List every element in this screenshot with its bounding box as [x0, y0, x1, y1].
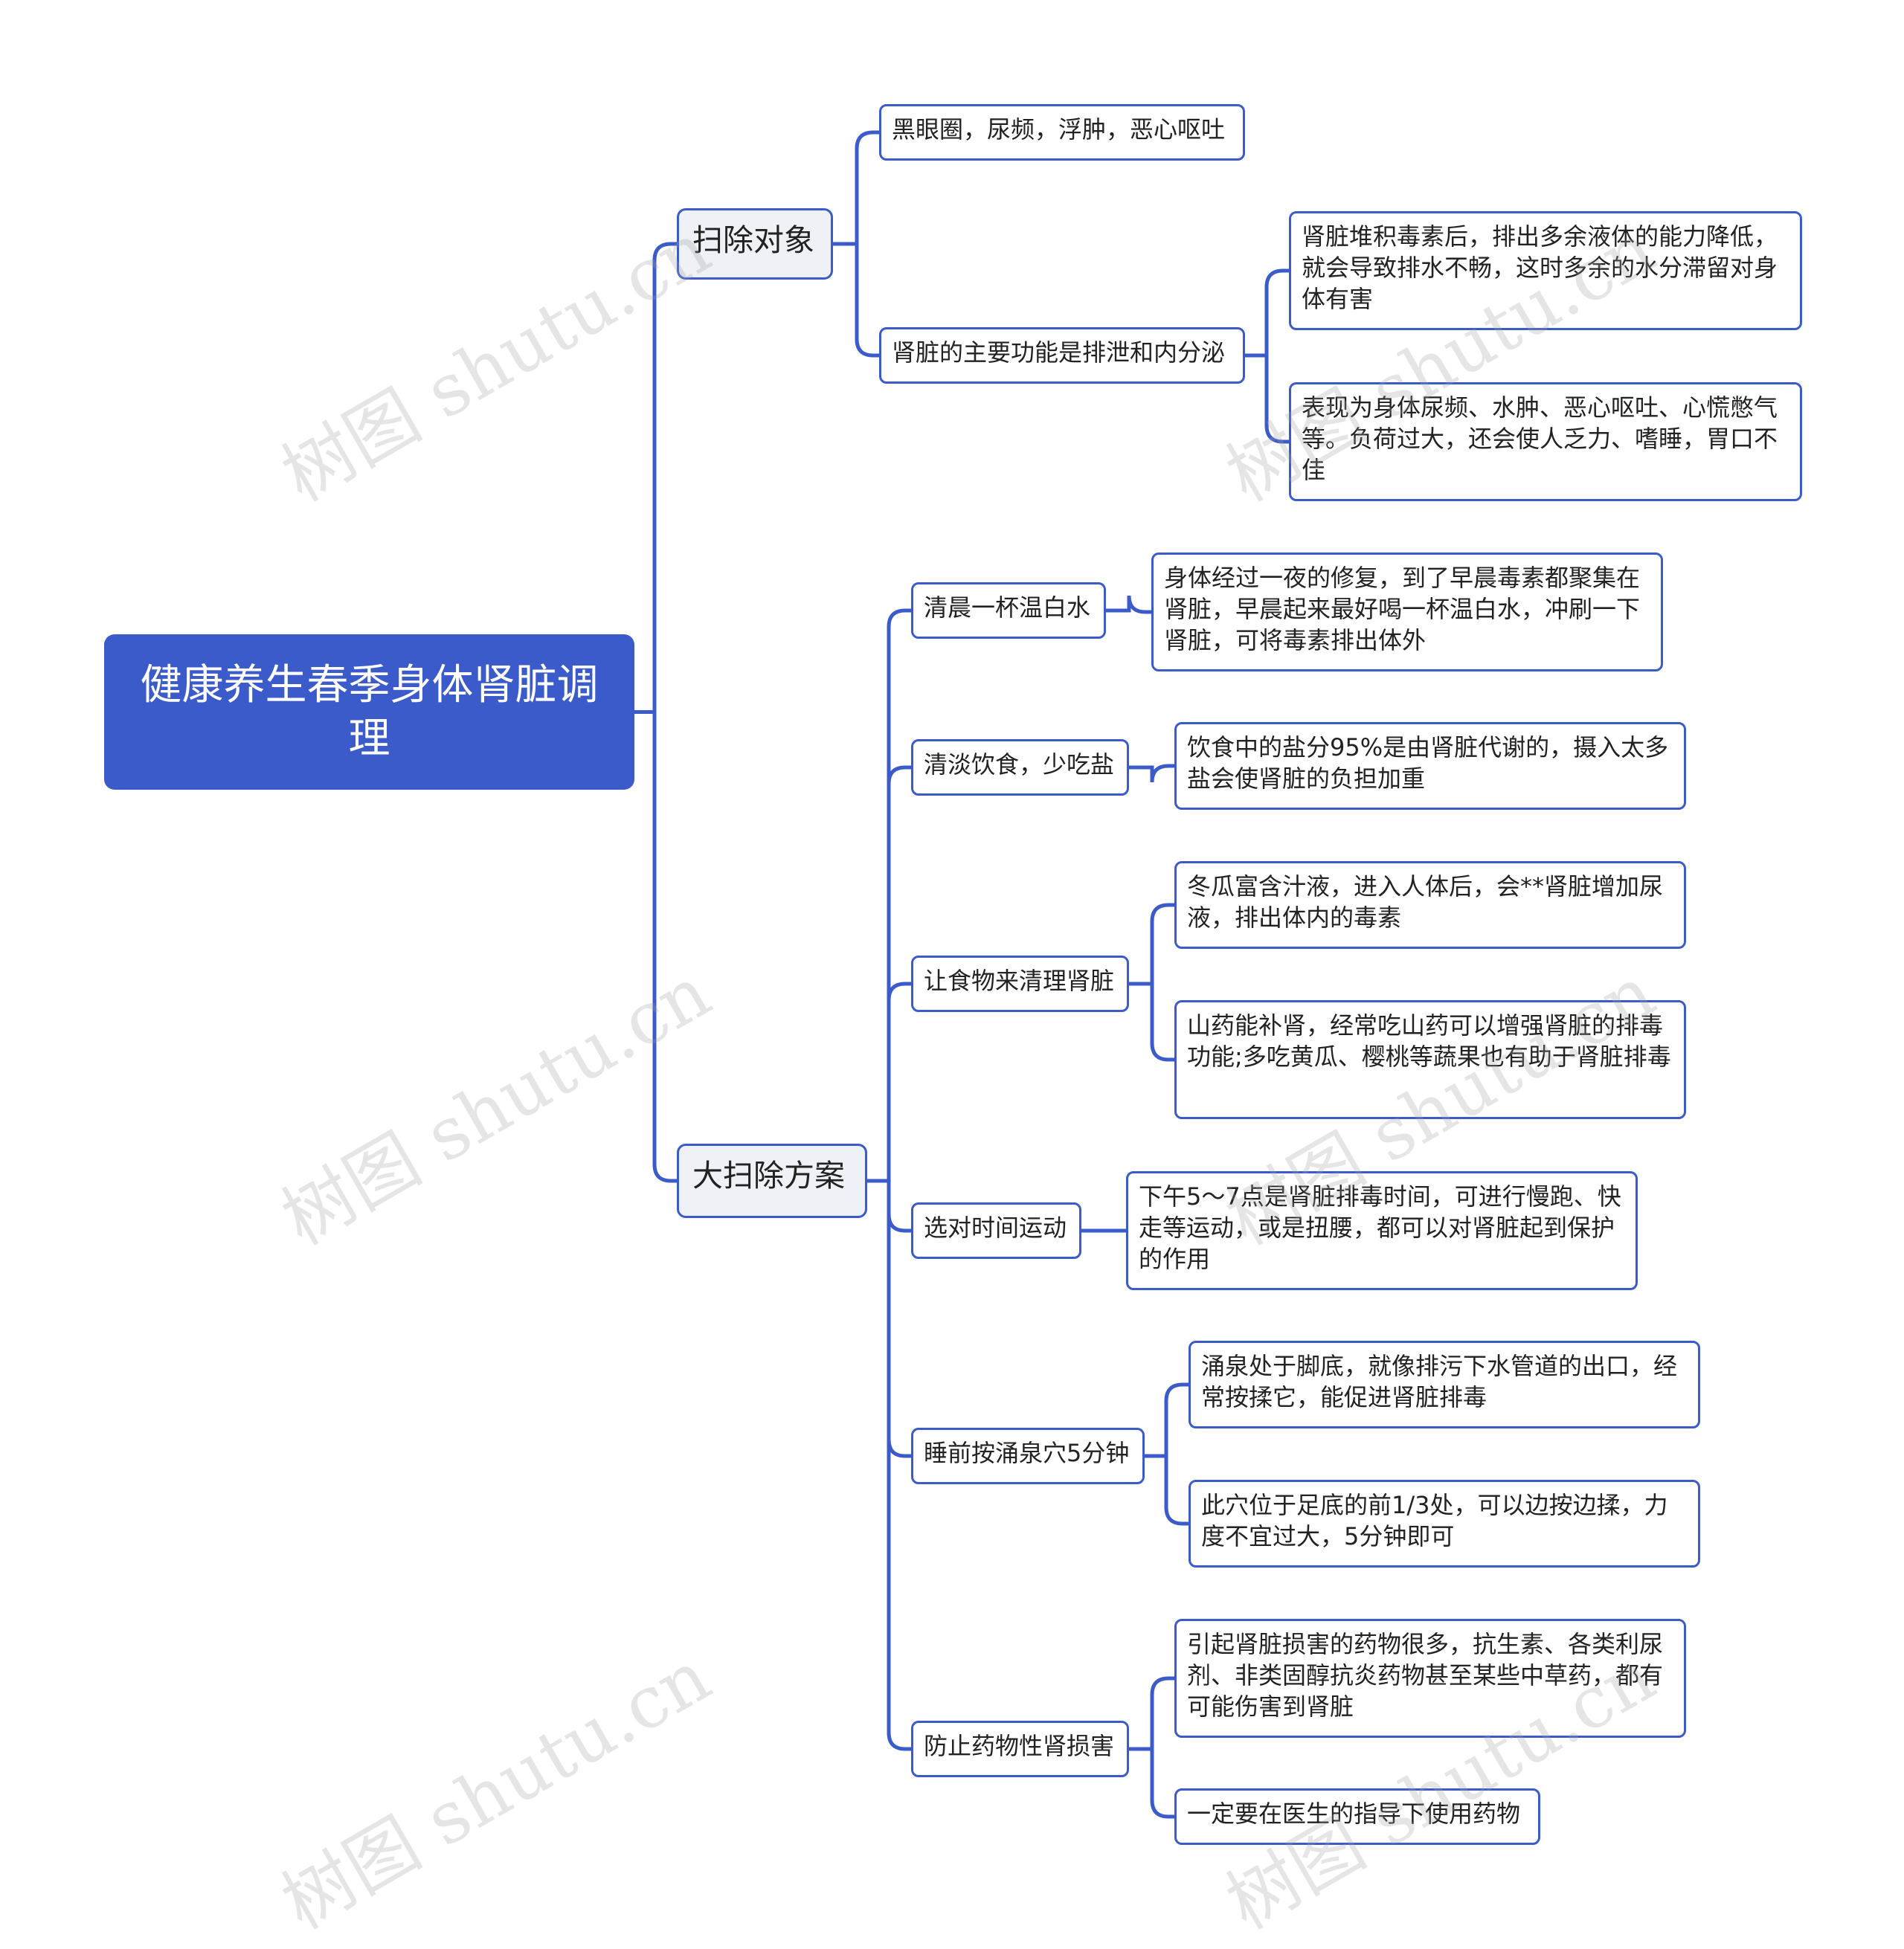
root-topic[interactable]: 健康养生春季身体肾脏调理 [104, 634, 634, 790]
detail-node[interactable]: 饮食中的盐分95%是由肾脏代谢的，摄入太多盐会使肾脏的负担加重 [1174, 722, 1686, 810]
branch-connector [833, 130, 879, 246]
detail-label: 山药能补肾，经常吃山药可以增强肾脏的排毒功能;多吃黄瓜、樱桃等蔬果也有助于肾脏排… [1187, 1011, 1671, 1071]
detail-label: 冬瓜富含汁液，进入人体后，会**肾脏增加尿液，排出体内的毒素 [1187, 872, 1664, 932]
subtopic-label: 肾脏的主要功能是排泄和内分泌 [892, 338, 1226, 367]
subtopic-label: 让食物来清理肾脏 [924, 967, 1115, 995]
branch-connector [833, 242, 879, 358]
branch-connector [867, 982, 911, 1183]
subtopic-node[interactable]: 防止药物性肾损害 [911, 1721, 1129, 1777]
detail-node[interactable]: 涌泉处于脚底，就像排污下水管道的出口，经常按揉它，能促进肾脏排毒 [1189, 1341, 1700, 1428]
branch-connector [867, 1179, 911, 1751]
subtopic-label: 黑眼圈，尿频，浮肿，恶心呕吐 [892, 115, 1226, 144]
branch-connector [867, 608, 911, 1183]
branch-plan[interactable]: 大扫除方案 [677, 1144, 867, 1218]
subtopic-node[interactable]: 选对时间运动 [911, 1202, 1081, 1259]
detail-connector [1129, 764, 1174, 783]
subtopic-node[interactable]: 清淡饮食，少吃盐 [911, 739, 1129, 796]
detail-connector [1145, 1454, 1189, 1526]
detail-node[interactable]: 肾脏堆积毒素后，排出多余液体的能力降低，就会导致排水不畅，这时多余的水分滞留对身… [1289, 211, 1802, 330]
branch-targets[interactable]: 扫除对象 [677, 208, 833, 280]
detail-label: 表现为身体尿频、水肿、恶心呕吐、心慌憋气等。负荷过大，还会使人乏力、嗜睡，胃口不… [1302, 393, 1778, 484]
branch-connector [867, 765, 911, 1183]
detail-connector [1106, 595, 1151, 614]
subtopic-label: 睡前按涌泉穴5分钟 [924, 1439, 1130, 1467]
detail-connector [1129, 1676, 1174, 1751]
root-topic-label: 健康养生春季身体肾脏调理 [140, 660, 599, 763]
subtopic-label: 选对时间运动 [924, 1214, 1067, 1242]
detail-label: 引起肾脏损害的药物很多，抗生素、各类利尿剂、非类固醇抗炎药物甚至某些中草药，都有… [1187, 1630, 1664, 1721]
detail-label: 肾脏堆积毒素后，排出多余液体的能力降低，就会导致排水不畅，这时多余的水分滞留对身… [1302, 222, 1778, 313]
detail-connector [1129, 903, 1174, 986]
detail-node[interactable]: 山药能补肾，经常吃山药可以增强肾脏的排毒功能;多吃黄瓜、樱桃等蔬果也有助于肾脏排… [1174, 1000, 1686, 1119]
detail-node[interactable]: 冬瓜富含汁液，进入人体后，会**肾脏增加尿液，排出体内的毒素 [1174, 861, 1686, 949]
detail-connector [1245, 353, 1289, 444]
subtopic-node[interactable]: 黑眼圈，尿频，浮肿，恶心呕吐 [879, 104, 1245, 161]
branch-label: 大扫除方案 [692, 1158, 845, 1193]
detail-label: 此穴位于足底的前1/3处，可以边按边揉，力度不宜过大，5分钟即可 [1201, 1491, 1668, 1550]
detail-connector [1129, 982, 1174, 1062]
detail-connector [1145, 1382, 1189, 1458]
detail-connector [1245, 268, 1289, 358]
subtopic-label: 防止药物性肾损害 [924, 1732, 1115, 1760]
branch-label: 扫除对象 [692, 222, 814, 258]
detail-connector [1129, 1747, 1174, 1819]
detail-node[interactable]: 此穴位于足底的前1/3处，可以边按边揉，力度不宜过大，5分钟即可 [1189, 1480, 1700, 1568]
detail-node[interactable]: 下午5～7点是肾脏排毒时间，可进行慢跑、快走等运动，或是扭腰，都可以对肾脏起到保… [1126, 1171, 1638, 1290]
detail-label: 身体经过一夜的修复，到了早晨毒素都聚集在肾脏，早晨起来最好喝一杯温白水，冲刷一下… [1164, 564, 1641, 654]
subtopic-label: 清晨一杯温白水 [924, 593, 1091, 622]
subtopic-node[interactable]: 肾脏的主要功能是排泄和内分泌 [879, 327, 1245, 384]
detail-node[interactable]: 表现为身体尿频、水肿、恶心呕吐、心慌憋气等。负荷过大，还会使人乏力、嗜睡，胃口不… [1289, 382, 1802, 501]
detail-label: 涌泉处于脚底，就像排污下水管道的出口，经常按揉它，能促进肾脏排毒 [1201, 1352, 1678, 1411]
detail-label: 一定要在医生的指导下使用药物 [1187, 1800, 1521, 1828]
detail-label: 饮食中的盐分95%是由肾脏代谢的，摄入太多盐会使肾脏的负担加重 [1187, 733, 1669, 793]
subtopic-node[interactable]: 清晨一杯温白水 [911, 582, 1106, 639]
root-branch-connector [634, 710, 677, 1183]
detail-node[interactable]: 引起肾脏损害的药物很多，抗生素、各类利尿剂、非类固醇抗炎药物甚至某些中草药，都有… [1174, 1619, 1686, 1738]
subtopic-label: 清淡饮食，少吃盐 [924, 750, 1115, 779]
detail-node[interactable]: 一定要在医生的指导下使用药物 [1174, 1788, 1540, 1845]
subtopic-node[interactable]: 睡前按涌泉穴5分钟 [911, 1428, 1145, 1484]
root-branch-connector [634, 242, 677, 714]
detail-node[interactable]: 身体经过一夜的修复，到了早晨毒素都聚集在肾脏，早晨起来最好喝一杯温白水，冲刷一下… [1151, 553, 1663, 671]
detail-label: 下午5～7点是肾脏排毒时间，可进行慢跑、快走等运动，或是扭腰，都可以对肾脏起到保… [1139, 1182, 1621, 1273]
subtopic-node[interactable]: 让食物来清理肾脏 [911, 956, 1129, 1012]
